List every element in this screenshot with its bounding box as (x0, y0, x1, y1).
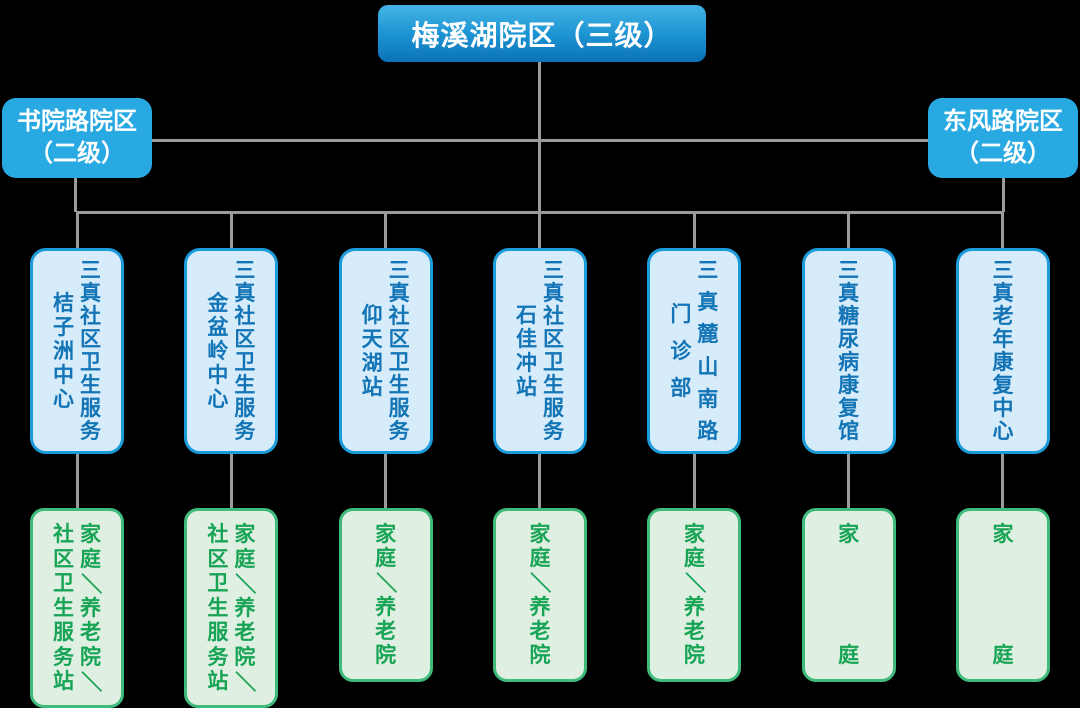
connector-branch-drop (692, 212, 696, 248)
vertical-text-column: 石佳冲站 (515, 303, 537, 399)
service-label: 家庭／养老院／社区卫生服务站 (189, 524, 273, 692)
facility-node: 三真糖尿病康复馆 (801, 248, 896, 454)
vertical-text-column: 家庭 (992, 523, 1014, 667)
branch: 三真老年康复中心 家庭 (955, 212, 1050, 708)
facility-label: 三真社区卫生服务石佳冲站 (498, 260, 582, 442)
vertical-text-column: 三真社区卫生服务 (542, 259, 564, 443)
service-node: 家庭 (801, 508, 896, 682)
connector-facility-service (847, 454, 851, 508)
service-label: 家庭／养老院 (498, 524, 582, 666)
node-root-campus: 梅溪湖院区（三级） (378, 5, 706, 62)
vertical-text-column: 社区卫生服务站 (207, 523, 229, 693)
facility-node: 三真社区卫生服务仰天湖站 (338, 248, 433, 454)
root-label: 梅溪湖院区（三级） (411, 19, 673, 51)
vertical-text-column: 社区卫生服务站 (53, 523, 74, 693)
facility-node: 三真社区卫生服务桔子洲中心 (30, 248, 124, 454)
vertical-text-column: 三真麓山南路 (697, 259, 719, 443)
connector-branch-drop (538, 212, 542, 248)
connector-level2-horizontal (150, 139, 928, 142)
facility-label: 三真社区卫生服务桔子洲中心 (35, 260, 119, 442)
service-label: 家庭／养老院 (652, 524, 736, 666)
connector-left-campus-drop (74, 178, 77, 212)
branch: 三真社区卫生服务桔子洲中心 家庭／养老院／社区卫生服务站 (30, 212, 124, 708)
branch: 三真社区卫生服务石佳冲站 家庭／养老院 (492, 212, 587, 708)
vertical-text-column: 仰天湖站 (361, 303, 383, 399)
vertical-text-column: 门诊部 (670, 302, 692, 400)
org-chart: 梅溪湖院区（三级） 书院路院区 （二级） 东风路院区 （二级） 三真社区卫生服务… (2, 5, 1078, 708)
branch-row: 三真社区卫生服务桔子洲中心 家庭／养老院／社区卫生服务站 三真社区卫生服务金盆岭… (30, 212, 1050, 708)
campus-name: 书院路院区 (17, 107, 137, 135)
connector-branch-drop (847, 212, 851, 248)
vertical-text-column: 金盆岭中心 (207, 291, 229, 411)
facility-label: 三真麓山南路门诊部 (652, 260, 736, 442)
branch: 三真社区卫生服务仰天湖站 家庭／养老院 (338, 212, 433, 708)
service-node: 家庭／养老院 (492, 508, 587, 682)
campus-level: （二级） (29, 140, 125, 167)
facility-node: 三真老年康复中心 (955, 248, 1050, 454)
branch: 三真糖尿病康复馆 家庭 (801, 212, 896, 708)
service-label: 家庭 (807, 524, 891, 666)
service-node: 家庭／养老院／社区卫生服务站 (184, 508, 279, 708)
connector-branch-drop (75, 212, 79, 248)
connector-right-campus-drop (1002, 175, 1005, 212)
service-label: 家庭／养老院 (344, 524, 428, 666)
vertical-text-column: 三真社区卫生服务 (234, 259, 256, 443)
facility-node: 三真社区卫生服务石佳冲站 (492, 248, 587, 454)
campus-name: 东风路院区 (943, 107, 1063, 135)
vertical-text-column: 桔子洲中心 (53, 291, 74, 411)
connector-facility-service (75, 454, 79, 508)
service-node: 家庭 (955, 508, 1050, 682)
vertical-text-column: 家庭／养老院 (682, 523, 706, 667)
connector-facility-service (1001, 454, 1005, 508)
vertical-text-column: 三真社区卫生服务 (388, 259, 410, 443)
connector-facility-service (692, 454, 696, 508)
facility-label: 三真社区卫生服务仰天湖站 (344, 260, 428, 442)
service-node: 家庭／养老院 (338, 508, 433, 682)
connector-branch-drop (384, 212, 388, 248)
service-node: 家庭／养老院 (647, 508, 742, 682)
service-label: 家庭 (961, 524, 1045, 666)
vertical-text-column: 三真老年康复中心 (992, 259, 1014, 443)
facility-label: 三真社区卫生服务金盆岭中心 (189, 260, 273, 442)
vertical-text-column: 三真糖尿病康复馆 (838, 259, 860, 443)
node-campus-dongfenglu: 东风路院区 （二级） (928, 98, 1078, 178)
vertical-text-column: 三真社区卫生服务 (80, 259, 101, 443)
service-label: 家庭／养老院／社区卫生服务站 (35, 524, 119, 692)
connector-facility-service (538, 454, 542, 508)
branch: 三真社区卫生服务金盆岭中心 家庭／养老院／社区卫生服务站 (184, 212, 279, 708)
connector-branch-drop (229, 212, 233, 248)
node-campus-shuyuanlu: 书院路院区 （二级） (2, 98, 152, 178)
vertical-text-column: 家庭／养老院／ (233, 523, 257, 692)
connector-facility-service (229, 454, 233, 508)
facility-label: 三真老年康复中心 (961, 260, 1045, 442)
vertical-text-column: 家庭／养老院／ (79, 523, 102, 692)
service-node: 家庭／养老院／社区卫生服务站 (30, 508, 124, 708)
branch: 三真麓山南路门诊部 家庭／养老院 (647, 212, 742, 708)
vertical-text-column: 家庭／养老院 (528, 523, 552, 667)
connector-branch-drop (1001, 212, 1005, 248)
connector-root-vertical (538, 62, 541, 212)
facility-node: 三真麓山南路门诊部 (647, 248, 742, 454)
vertical-text-column: 家庭 (838, 523, 860, 667)
vertical-text-column: 家庭／养老院 (374, 523, 398, 667)
facility-label: 三真糖尿病康复馆 (807, 260, 891, 442)
connector-facility-service (384, 454, 388, 508)
campus-level: （二级） (955, 140, 1051, 167)
facility-node: 三真社区卫生服务金盆岭中心 (184, 248, 279, 454)
